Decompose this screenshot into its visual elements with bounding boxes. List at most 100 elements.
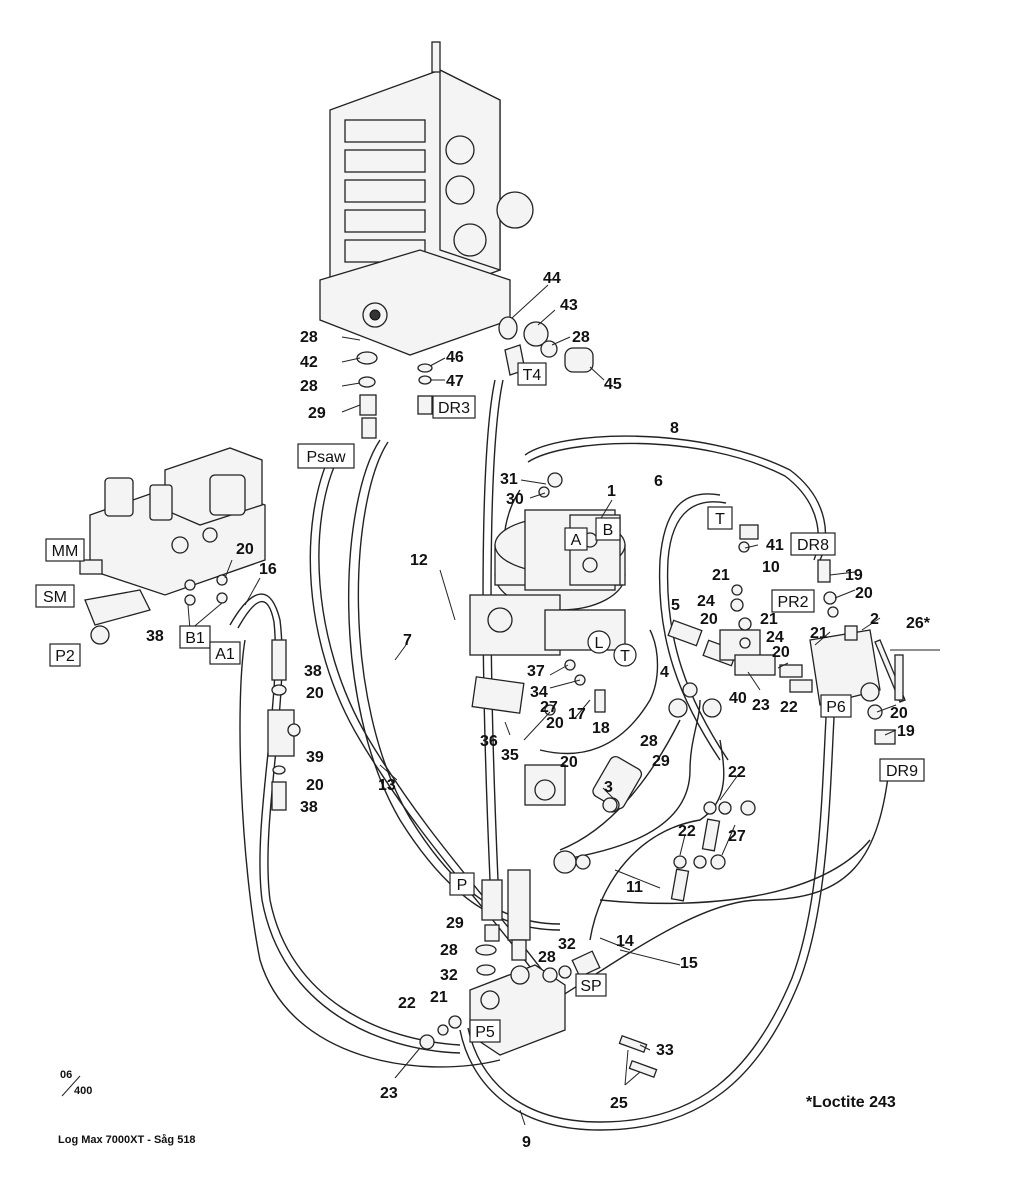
part-label: 5	[671, 597, 680, 614]
part-label: 19	[845, 567, 863, 584]
svg-text:P6: P6	[826, 699, 846, 716]
part-label: 42	[300, 354, 318, 371]
manifold-40	[667, 524, 940, 745]
page-number-top: 06	[60, 1069, 72, 1081]
part-label: 20	[306, 685, 324, 702]
port-label-b: B	[595, 517, 621, 541]
svg-text:DR8: DR8	[797, 537, 829, 554]
svg-text:DR9: DR9	[886, 763, 918, 780]
port-label-p6: P6	[820, 694, 852, 718]
part-label: 20	[236, 541, 254, 558]
svg-text:DR3: DR3	[438, 400, 470, 417]
part-label: 27	[540, 699, 558, 716]
port-label-t4: T4	[517, 362, 547, 386]
part-label: 35	[501, 747, 519, 764]
svg-text:B1: B1	[185, 630, 205, 647]
part-label: 32	[440, 967, 458, 984]
hoses	[229, 379, 891, 1131]
part-label: 28	[300, 378, 318, 395]
part-label: 13	[378, 777, 396, 794]
hose-16	[229, 593, 461, 1046]
svg-text:T: T	[715, 511, 725, 528]
document-title: Log Max 7000XT - Såg 518	[58, 1134, 196, 1146]
svg-text:SP: SP	[580, 978, 601, 995]
part-label: 3	[604, 779, 613, 796]
part-label: 19	[897, 723, 915, 740]
part-label: 28	[572, 329, 590, 346]
part-label: 2	[870, 611, 879, 628]
footer: 06 400 Log Max 7000XT - Såg 518 *Loctite…	[58, 1069, 896, 1146]
svg-text:P2: P2	[55, 648, 75, 665]
svg-text:L: L	[595, 635, 604, 652]
part-label: 21	[712, 567, 730, 584]
part-label: 9	[522, 1134, 531, 1151]
part-label: 45	[604, 376, 622, 393]
port-label-sp: SP	[575, 973, 607, 997]
part-label: 28	[640, 733, 658, 750]
part-label: 16	[259, 561, 277, 578]
part-label: 38	[304, 663, 322, 680]
part-label: 15	[680, 955, 698, 972]
port-labels: T4 DR3 Psaw MM SM P2 B1 A1	[35, 362, 925, 1043]
part-label: 24	[766, 629, 784, 646]
svg-text:SM: SM	[43, 589, 67, 606]
port-label-t-circle: T	[613, 643, 637, 667]
port-label-dr9: DR9	[879, 758, 925, 782]
solenoid-valve	[79, 447, 266, 645]
part-label: 47	[446, 373, 464, 390]
part-label: 26*	[906, 615, 931, 632]
svg-text:B: B	[603, 522, 614, 539]
part-label: 8	[670, 420, 679, 437]
part-label: 27	[728, 828, 746, 845]
page-number-bottom: 400	[74, 1085, 92, 1097]
port-label-a1: A1	[209, 641, 241, 665]
control-valve-block	[319, 41, 534, 356]
port-label-t: T	[707, 506, 733, 530]
part-label: 20	[546, 715, 564, 732]
part-label: 30	[506, 491, 524, 508]
leader-lines	[187, 284, 897, 1126]
hose-8	[524, 435, 827, 561]
port-label-pr2: PR2	[771, 589, 815, 613]
part-label: 29	[446, 915, 464, 932]
part-label: 20	[306, 777, 324, 794]
part-label: 21	[810, 625, 828, 642]
part-label: 22	[678, 823, 696, 840]
part-label: 10	[762, 559, 780, 576]
part-label: 20	[855, 585, 873, 602]
part-label: 1	[607, 483, 616, 500]
part-label: 29	[652, 753, 670, 770]
part-label: 39	[306, 749, 324, 766]
part-label: 21	[760, 611, 778, 628]
loctite-note: *Loctite 243	[806, 1094, 896, 1111]
part-label: 6	[654, 473, 663, 490]
port-label-b1: B1	[179, 625, 211, 649]
part-label: 28	[300, 329, 318, 346]
port-label-sm: SM	[35, 584, 75, 608]
part-label: 44	[543, 270, 561, 287]
hose-11	[559, 699, 701, 861]
port-label-dr8: DR8	[790, 532, 836, 556]
part-label: 24	[697, 593, 715, 610]
part-label: 22	[728, 764, 746, 781]
part-label: 32	[558, 936, 576, 953]
part-label: 37	[527, 663, 545, 680]
part-label: 22	[780, 699, 798, 716]
part-label: 22	[398, 995, 416, 1012]
tube-fittings	[538, 472, 756, 902]
part-label: 12	[410, 552, 428, 569]
part-label: 43	[560, 297, 578, 314]
part-label: 20	[890, 705, 908, 722]
part-label: 41	[766, 537, 784, 554]
part-label: 23	[380, 1085, 398, 1102]
port-label-a: A	[564, 527, 588, 551]
svg-text:A1: A1	[215, 646, 235, 663]
part-label: 33	[656, 1042, 674, 1059]
svg-text:A: A	[571, 532, 582, 549]
part-label: 20	[700, 611, 718, 628]
part-label: 14	[616, 933, 634, 950]
part-label: 36	[480, 733, 498, 750]
svg-text:PR2: PR2	[777, 594, 808, 611]
part-label: 31	[500, 471, 518, 488]
port-label-p: P	[449, 872, 475, 896]
